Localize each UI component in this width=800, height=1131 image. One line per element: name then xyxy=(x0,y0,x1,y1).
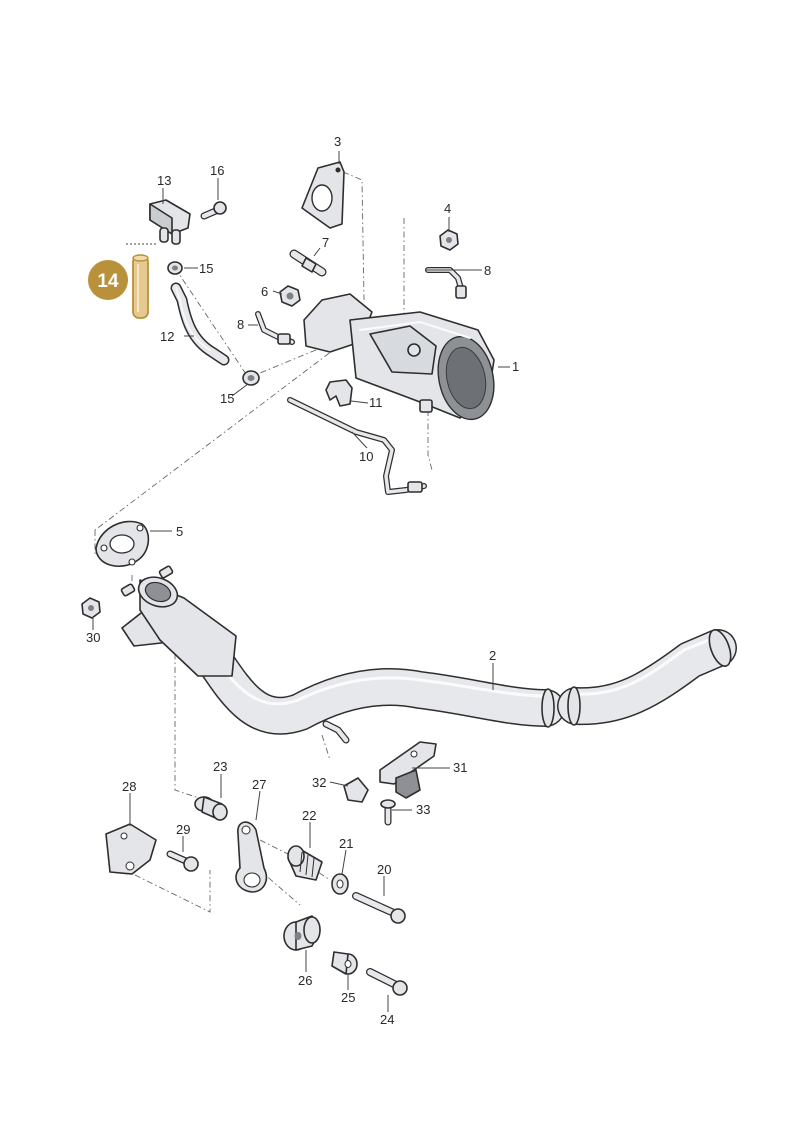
part-21-washer[interactable] xyxy=(331,873,349,895)
callout-13: 13 xyxy=(157,173,171,188)
part-29-bolt[interactable] xyxy=(166,850,199,872)
callout-14-label: 14 xyxy=(97,271,119,292)
callout-26: 26 xyxy=(298,973,312,988)
part-16-screw[interactable] xyxy=(200,201,227,220)
part-5-gasket[interactable] xyxy=(95,520,150,568)
part-8-temp-sensor-right[interactable] xyxy=(425,267,467,299)
part-31-hanger-bracket[interactable] xyxy=(379,741,437,799)
part-25-spacer[interactable] xyxy=(331,951,358,975)
part-1-catalytic-converter[interactable] xyxy=(303,293,501,425)
part-13-pressure-sensor[interactable] xyxy=(149,199,191,245)
leader-lines xyxy=(92,151,510,1012)
part-11-bracket[interactable] xyxy=(325,379,353,407)
callout-28: 28 xyxy=(122,779,136,794)
callout-11: 11 xyxy=(369,395,383,410)
part-28-bracket[interactable] xyxy=(105,823,157,875)
callout-25: 25 xyxy=(341,990,355,1005)
part-10-sensor-line[interactable] xyxy=(287,397,427,495)
callout-16: 16 xyxy=(210,163,224,178)
callout-7: 7 xyxy=(322,235,329,250)
callout-12: 12 xyxy=(160,329,174,344)
part-24-bolt[interactable] xyxy=(366,968,408,996)
callout-31: 31 xyxy=(453,760,467,775)
callout-29: 29 xyxy=(176,822,190,837)
callout-27: 27 xyxy=(252,777,266,792)
callout-4: 4 xyxy=(444,201,451,216)
part-14-sleeve[interactable] xyxy=(132,254,149,319)
callout-20: 20 xyxy=(377,862,391,877)
callout-23: 23 xyxy=(213,759,227,774)
part-8-temp-sensor-left[interactable] xyxy=(255,311,295,345)
part-30-nut[interactable] xyxy=(81,597,101,619)
callout-24: 24 xyxy=(380,1012,394,1027)
callouts: 3 4 7 8 6 8 1 11 10 12 13 15 15 16 5 30 … xyxy=(86,134,519,1027)
part-27-strap[interactable] xyxy=(235,821,268,893)
part-3-gasket[interactable] xyxy=(301,161,345,229)
callout-22: 22 xyxy=(302,808,316,823)
callout-2: 2 xyxy=(489,648,496,663)
part-12-hose[interactable] xyxy=(170,282,230,366)
part-20-bolt[interactable] xyxy=(352,892,406,924)
part-22-rubber-mount[interactable] xyxy=(287,845,323,881)
part-7-lambda-sensor[interactable] xyxy=(289,249,327,277)
callout-30: 30 xyxy=(86,630,100,645)
part-33-bolt[interactable] xyxy=(380,799,396,826)
part-26-bush[interactable] xyxy=(283,915,321,951)
part-2-front-pipe[interactable] xyxy=(120,565,737,744)
callout-5: 5 xyxy=(176,524,183,539)
callout-3: 3 xyxy=(334,134,341,149)
callout-6: 6 xyxy=(261,284,268,299)
part-4-nut[interactable] xyxy=(439,229,459,251)
callout-15-upper: 15 xyxy=(199,261,213,276)
part-15-clamp-upper[interactable] xyxy=(167,261,183,275)
callout-14-badge[interactable]: 14 xyxy=(88,260,128,300)
callout-1: 1 xyxy=(512,359,519,374)
part-32-clip-nut[interactable] xyxy=(343,777,369,803)
callout-21: 21 xyxy=(339,836,353,851)
callout-33: 33 xyxy=(416,802,430,817)
part-15-clamp-lower[interactable] xyxy=(242,370,260,386)
callout-8-left: 8 xyxy=(237,317,244,332)
part-6-nut[interactable] xyxy=(279,285,301,307)
callout-32: 32 xyxy=(312,775,326,790)
callout-8-right: 8 xyxy=(484,263,491,278)
callout-15-lower: 15 xyxy=(220,391,234,406)
callout-10: 10 xyxy=(359,449,373,464)
part-23-bush[interactable] xyxy=(194,796,228,821)
